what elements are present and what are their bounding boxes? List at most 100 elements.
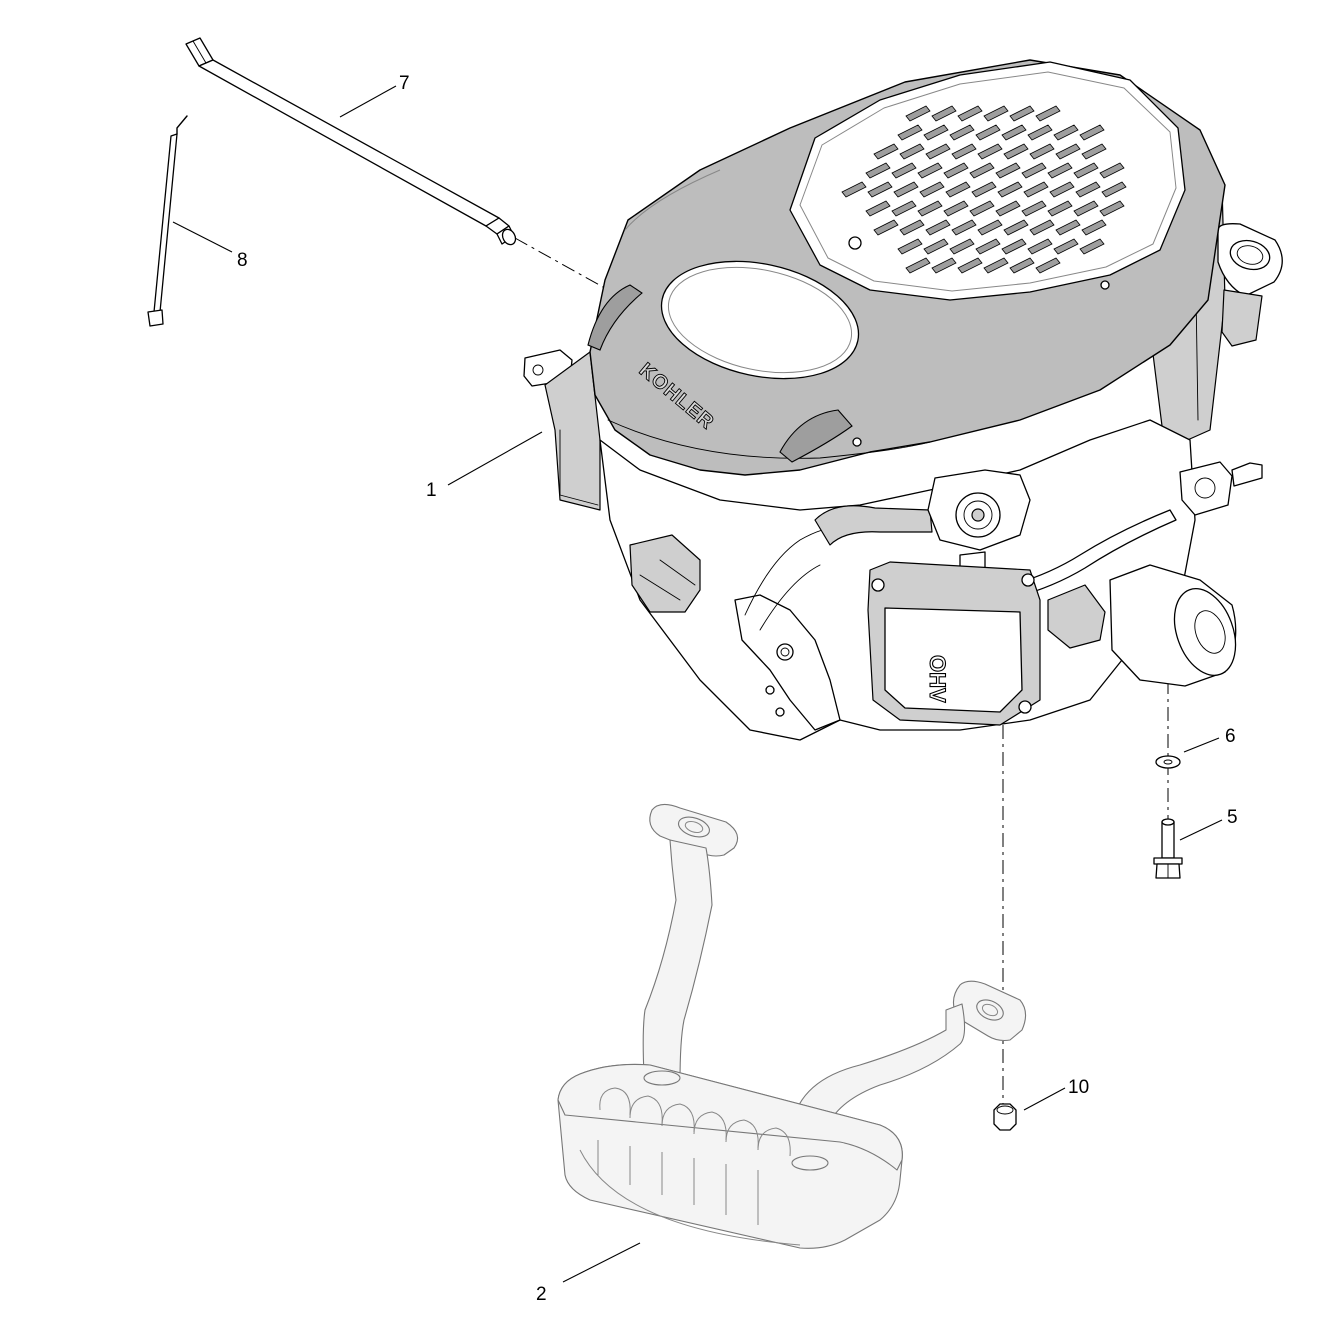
- grille-slot: [983, 257, 1009, 274]
- washer: [1155, 755, 1181, 769]
- ohv-plate-text: OHV: [925, 655, 950, 703]
- grille-slot: [1001, 238, 1027, 255]
- grille-slot: [943, 162, 969, 179]
- grille-slot: [957, 257, 983, 274]
- centerline-dipstick-tube: [514, 237, 613, 293]
- nut: [993, 1103, 1017, 1131]
- grille-slot: [977, 219, 1003, 236]
- grille-slot: [995, 162, 1021, 179]
- grille-slot: [1055, 143, 1081, 160]
- grille-slot: [995, 200, 1021, 217]
- grille-slot: [1047, 200, 1073, 217]
- grille-slot: [873, 143, 899, 160]
- grille-slot: [925, 219, 951, 236]
- grille-slot: [997, 181, 1023, 198]
- callout-5: 5: [1227, 807, 1238, 828]
- grille-slot: [1001, 124, 1027, 141]
- grille-slot: [841, 181, 867, 198]
- grille-slot: [1101, 181, 1127, 198]
- grille-slot: [1079, 238, 1105, 255]
- grille-slot: [899, 219, 925, 236]
- callout-2: 2: [536, 1284, 547, 1305]
- grille-slot: [969, 200, 995, 217]
- grille-slot: [1003, 143, 1029, 160]
- dipstick-tube: [185, 37, 517, 246]
- grille-slot: [865, 200, 891, 217]
- leader-6: [1183, 737, 1220, 753]
- grille-slot: [1021, 162, 1047, 179]
- leader-8: [172, 221, 233, 253]
- grille-slot: [1027, 124, 1053, 141]
- grille-slot: [1003, 219, 1029, 236]
- grille-slot: [925, 143, 951, 160]
- grille-slot: [983, 105, 1009, 122]
- blower-grille: [789, 61, 1186, 301]
- muffler-ribs: [579, 1087, 801, 1246]
- grille-slot: [1081, 143, 1107, 160]
- grille-slot: [1035, 257, 1061, 274]
- grille-slot: [1023, 181, 1049, 198]
- grille-slot: [1035, 105, 1061, 122]
- grille-slot: [917, 162, 943, 179]
- grille-slot: [905, 105, 931, 122]
- engine-assembly: KOHLER: [523, 59, 1283, 741]
- leader-2: [562, 1242, 641, 1283]
- grille-slot: [923, 124, 949, 141]
- grille-slot: [1027, 238, 1053, 255]
- grille-slot: [1029, 219, 1055, 236]
- leader-10: [1023, 1087, 1066, 1111]
- grille-slot: [949, 124, 975, 141]
- grille-slot: [1073, 200, 1099, 217]
- callout-7: 7: [399, 73, 410, 94]
- grille-slot: [1009, 257, 1035, 274]
- grille-slot: [943, 200, 969, 217]
- grille-slot: [865, 162, 891, 179]
- callout-1: 1: [426, 480, 437, 501]
- grille-slot: [977, 143, 1003, 160]
- grille-slot: [1009, 105, 1035, 122]
- dipstick: [147, 115, 188, 327]
- grille-slot: [905, 257, 931, 274]
- grille-slot: [867, 181, 893, 198]
- grille-slot: [873, 219, 899, 236]
- grille-slot: [1049, 181, 1075, 198]
- grille-slot: [969, 162, 995, 179]
- grille-slot: [1047, 162, 1073, 179]
- bolt: [1153, 818, 1183, 879]
- callout-6: 6: [1225, 726, 1236, 747]
- grille-slot: [945, 181, 971, 198]
- grille-slot: [975, 124, 1001, 141]
- grille-slot: [897, 124, 923, 141]
- grille-slot: [1053, 238, 1079, 255]
- grille-slot: [1075, 181, 1101, 198]
- grille-slot: [1099, 162, 1125, 179]
- grille-slot: [919, 181, 945, 198]
- grille-slot: [899, 143, 925, 160]
- grille-slot: [917, 200, 943, 217]
- grille-slot: [891, 162, 917, 179]
- grille-slot: [1053, 124, 1079, 141]
- grille-slot: [975, 238, 1001, 255]
- grille-slot: [931, 105, 957, 122]
- grille-slot: [931, 257, 957, 274]
- grille-slot: [891, 200, 917, 217]
- grille-slot: [1029, 143, 1055, 160]
- oil-filter: [1047, 564, 1237, 687]
- callout-8: 8: [237, 250, 248, 271]
- grille-slot: [1073, 162, 1099, 179]
- grille-slot: [1081, 219, 1107, 236]
- callout-10: 10: [1068, 1077, 1089, 1098]
- grille-slot: [1099, 200, 1125, 217]
- grille-slot: [971, 181, 997, 198]
- grille-slot: [1055, 219, 1081, 236]
- grille-slot: [1079, 124, 1105, 141]
- grille-slot: [893, 181, 919, 198]
- grille-slot: [1021, 200, 1047, 217]
- grille-slot: [951, 219, 977, 236]
- leader-7: [339, 85, 397, 118]
- grille-slot: [897, 238, 923, 255]
- leader-5: [1179, 819, 1223, 841]
- grille-slot: [949, 238, 975, 255]
